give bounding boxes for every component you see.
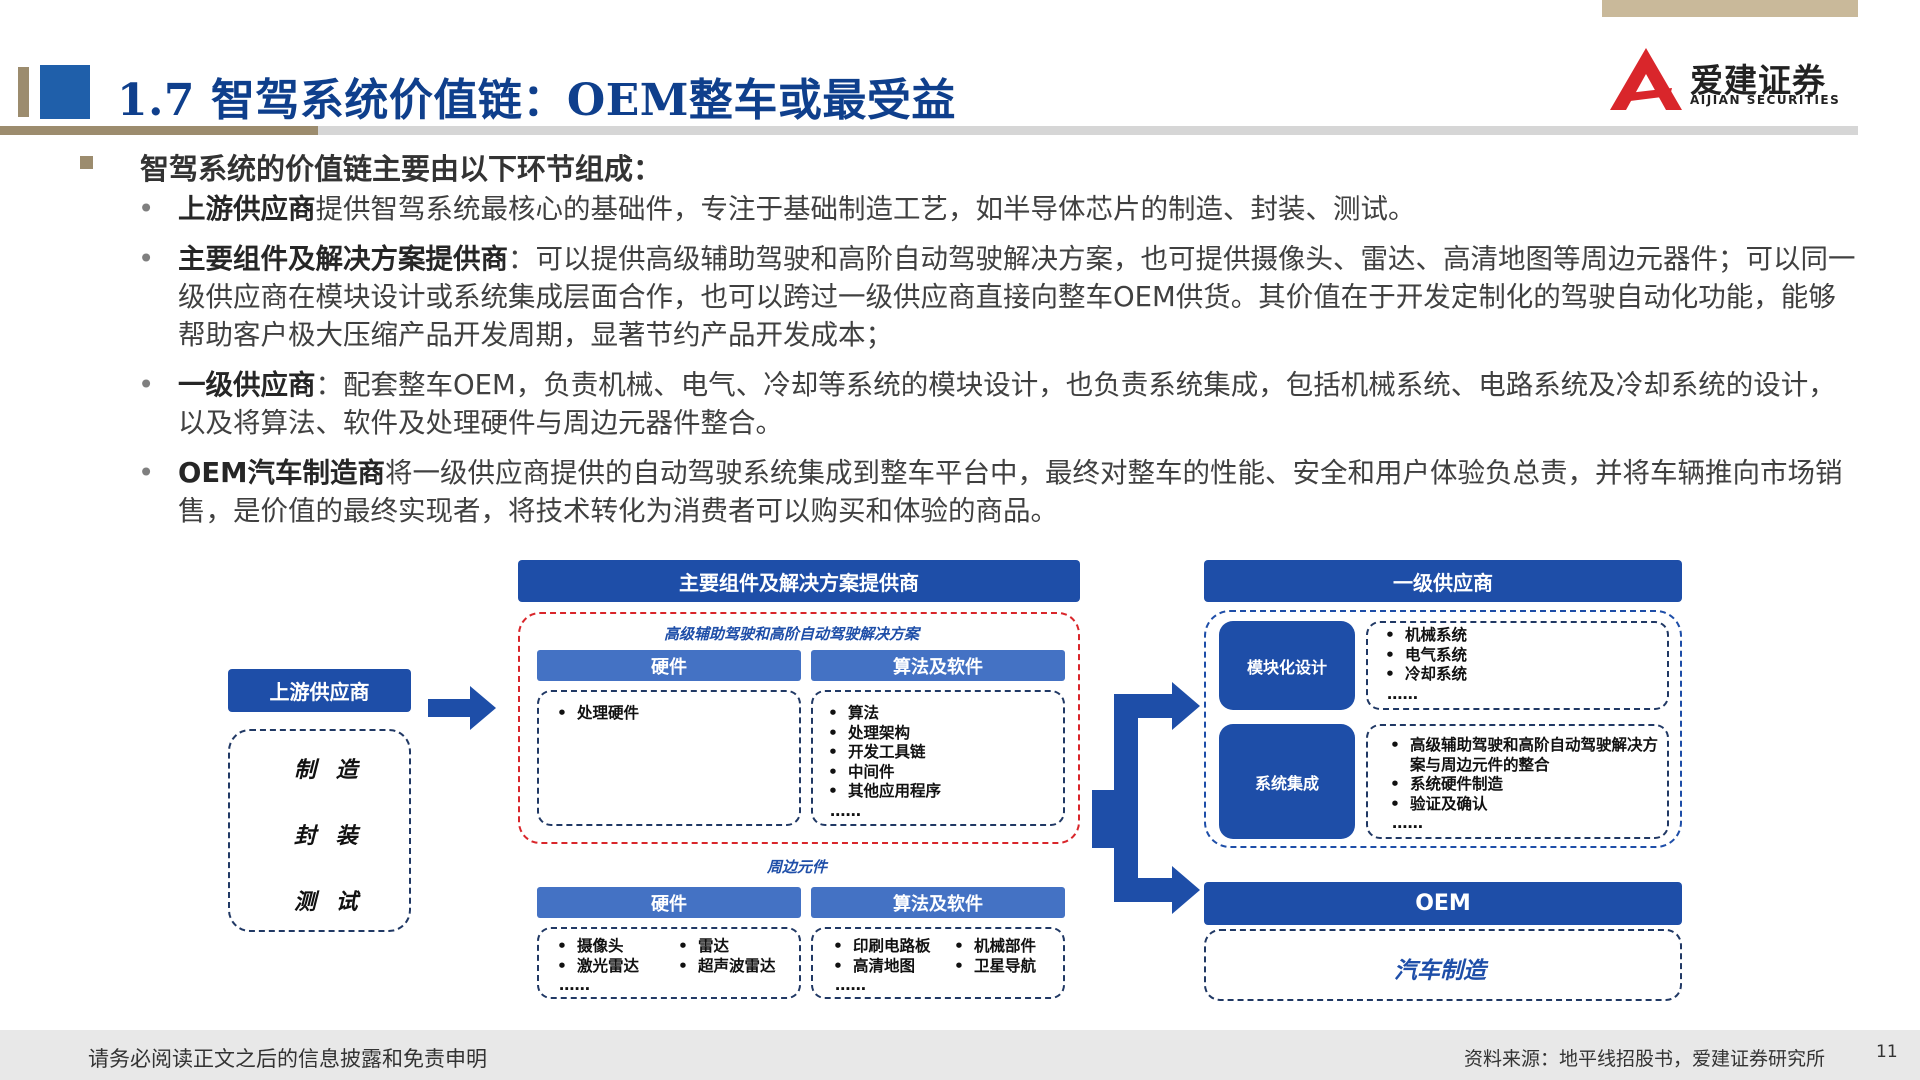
integration-items-list: 高级辅助驾驶和高阶自动驾驶解决方案与周边元件的整合 系统硬件制造 验证及确认 …… — [1388, 736, 1658, 834]
software-header: 算法及软件 — [811, 650, 1065, 681]
bullet-item: • 主要组件及解决方案提供商：可以提供高级辅助驾驶和高阶自动驾驶解决方案，也可提… — [138, 240, 1858, 354]
peripheral-hardware-list-1: 摄像头 激光雷达 …… — [555, 937, 639, 996]
list-item: 电气系统 — [1383, 646, 1467, 666]
page-number: 11 — [1876, 1042, 1898, 1062]
logo-mark-icon — [1610, 48, 1682, 110]
right-arrow-icon — [428, 686, 496, 730]
tier1-box — [1204, 610, 1682, 848]
list-item: 开发工具链 — [826, 743, 941, 763]
peripheral-software-list-1: 印刷电路板 高清地图 …… — [831, 937, 931, 996]
bullet-text: 提供智驾系统最核心的基础件，专注于基础制造工艺，如半导体芯片的制造、封装、测试。 — [315, 193, 1416, 225]
oem-header: OEM — [1204, 882, 1682, 925]
bullet-dot-icon: • — [138, 457, 155, 489]
list-more: …… — [1387, 684, 1418, 703]
bullet-item: • 一级供应商：配套整车OEM，负责机械、电气、冷却等系统的模块设计，也负责系统… — [138, 366, 1858, 442]
bullet-term: 主要组件及解决方案提供商 — [178, 243, 508, 275]
adas-solution-label: 高级辅助驾驶和高阶自动驾驶解决方案 — [664, 625, 920, 643]
title-rule-accent — [0, 126, 318, 135]
list-item: 系统硬件制造 — [1388, 775, 1658, 795]
list-item: 验证及确认 — [1388, 795, 1658, 815]
list-more: …… — [835, 976, 866, 994]
list-item: 卫星导航 — [952, 957, 1036, 977]
list-item: 高清地图 — [831, 957, 931, 977]
list-more: …… — [559, 976, 590, 994]
bullet-text: 将一级供应商提供的自动驾驶系统集成到整车平台中，最终对整车的性能、安全和用户体验… — [178, 457, 1843, 527]
peripheral-software-box — [811, 927, 1065, 999]
oem-item: 汽车制造 — [1394, 958, 1486, 984]
list-item: 机械系统 — [1383, 626, 1467, 646]
list-item: 处理硬件 — [555, 704, 639, 724]
title-marker-thin — [18, 67, 29, 117]
integration-items-box — [1366, 724, 1669, 839]
upstream-box — [228, 729, 411, 932]
page-title: 1.7 智驾系统价值链：OEM整车或最受益 — [117, 75, 956, 126]
bullet-text: ：可以提供高级辅助驾驶和高阶自动驾驶解决方案，也可提供摄像头、雷达、高清地图等周… — [178, 243, 1856, 351]
upstream-header: 上游供应商 — [228, 669, 411, 712]
software-list: 算法 处理架构 开发工具链 中间件 其他应用程序 …… — [826, 704, 941, 821]
footer-disclaimer: 请务必阅读正文之后的信息披露和免责申明 — [88, 1047, 487, 1071]
list-item: 中间件 — [826, 763, 941, 783]
logo-text-cn: 爱建证券 — [1690, 61, 1826, 100]
bullet-item: • 上游供应商提供智驾系统最核心的基础件，专注于基础制造工艺，如半导体芯片的制造… — [138, 190, 1858, 228]
upstream-item: 测 试 — [294, 890, 364, 915]
bullet-dot-icon: • — [138, 369, 155, 401]
module-design-box: 模块化设计 — [1219, 621, 1355, 710]
oem-box — [1204, 929, 1682, 1001]
footer-source: 资料来源：地平线招股书，爱建证券研究所 — [1464, 1048, 1826, 1070]
peripheral-hardware-list-2: 雷达 超声波雷达 — [676, 937, 776, 976]
peripheral-software-header: 算法及软件 — [811, 887, 1065, 918]
bullet-text: ：配套整车OEM，负责机械、电气、冷却等系统的模块设计，也负责系统集成，包括机械… — [178, 369, 1836, 439]
hardware-header: 硬件 — [537, 650, 801, 681]
footer: 请务必阅读正文之后的信息披露和免责申明 资料来源：地平线招股书，爱建证券研究所 … — [0, 1030, 1920, 1080]
peripheral-hardware-header: 硬件 — [537, 887, 801, 918]
list-item: 激光雷达 — [555, 957, 639, 977]
module-items-box — [1366, 621, 1669, 710]
list-item: 雷达 — [676, 937, 776, 957]
peripheral-label: 周边元件 — [767, 858, 828, 876]
list-item: 印刷电路板 — [831, 937, 931, 957]
list-item: 冷却系统 — [1383, 665, 1467, 685]
list-item: 机械部件 — [952, 937, 1036, 957]
system-integration-box: 系统集成 — [1219, 724, 1355, 839]
list-item: 处理架构 — [826, 724, 941, 744]
hardware-box — [537, 690, 801, 826]
peripheral-hardware-box — [537, 927, 801, 999]
bullet-term: OEM汽车制造商 — [178, 457, 386, 489]
tier1-header: 一级供应商 — [1204, 560, 1682, 602]
list-item: 摄像头 — [555, 937, 639, 957]
bullet-dot-icon: • — [138, 193, 155, 225]
list-item: 算法 — [826, 704, 941, 724]
list-item: 高级辅助驾驶和高阶自动驾驶解决方案与周边元件的整合 — [1388, 736, 1658, 775]
list-more: …… — [830, 801, 861, 820]
intro-text: 智驾系统的价值链主要由以下环节组成： — [140, 152, 663, 186]
bullet-item: • OEM汽车制造商将一级供应商提供的自动驾驶系统集成到整车平台中，最终对整车的… — [138, 454, 1858, 530]
title-marker-block — [40, 65, 90, 119]
software-box — [811, 690, 1065, 826]
top-accent-strip — [1602, 0, 1858, 17]
upstream-item: 制 造 — [294, 758, 364, 783]
peripheral-software-list-2: 机械部件 卫星导航 — [952, 937, 1036, 976]
hardware-list: 处理硬件 — [555, 704, 639, 724]
bullet-list: • 上游供应商提供智驾系统最核心的基础件，专注于基础制造工艺，如半导体芯片的制造… — [138, 190, 1858, 542]
branch-arrow-icon — [1092, 682, 1200, 914]
list-item: 其他应用程序 — [826, 782, 941, 802]
square-bullet-icon — [80, 156, 93, 169]
adas-solution-box — [518, 612, 1080, 844]
company-logo: 爱建证券 AIJIAN SECURITIES — [1610, 48, 1860, 110]
title-rule — [0, 126, 1858, 135]
module-items-list: 机械系统 电气系统 冷却系统 …… — [1383, 626, 1467, 704]
bullet-dot-icon: • — [138, 243, 155, 275]
upstream-item: 封 装 — [294, 824, 364, 849]
solutions-header: 主要组件及解决方案提供商 — [518, 560, 1080, 602]
bullet-term: 上游供应商 — [178, 193, 316, 225]
list-item: 超声波雷达 — [676, 957, 776, 977]
logo-text-en: AIJIAN SECURITIES — [1690, 93, 1841, 107]
list-more: …… — [1392, 814, 1423, 832]
bullet-term: 一级供应商 — [178, 369, 316, 401]
